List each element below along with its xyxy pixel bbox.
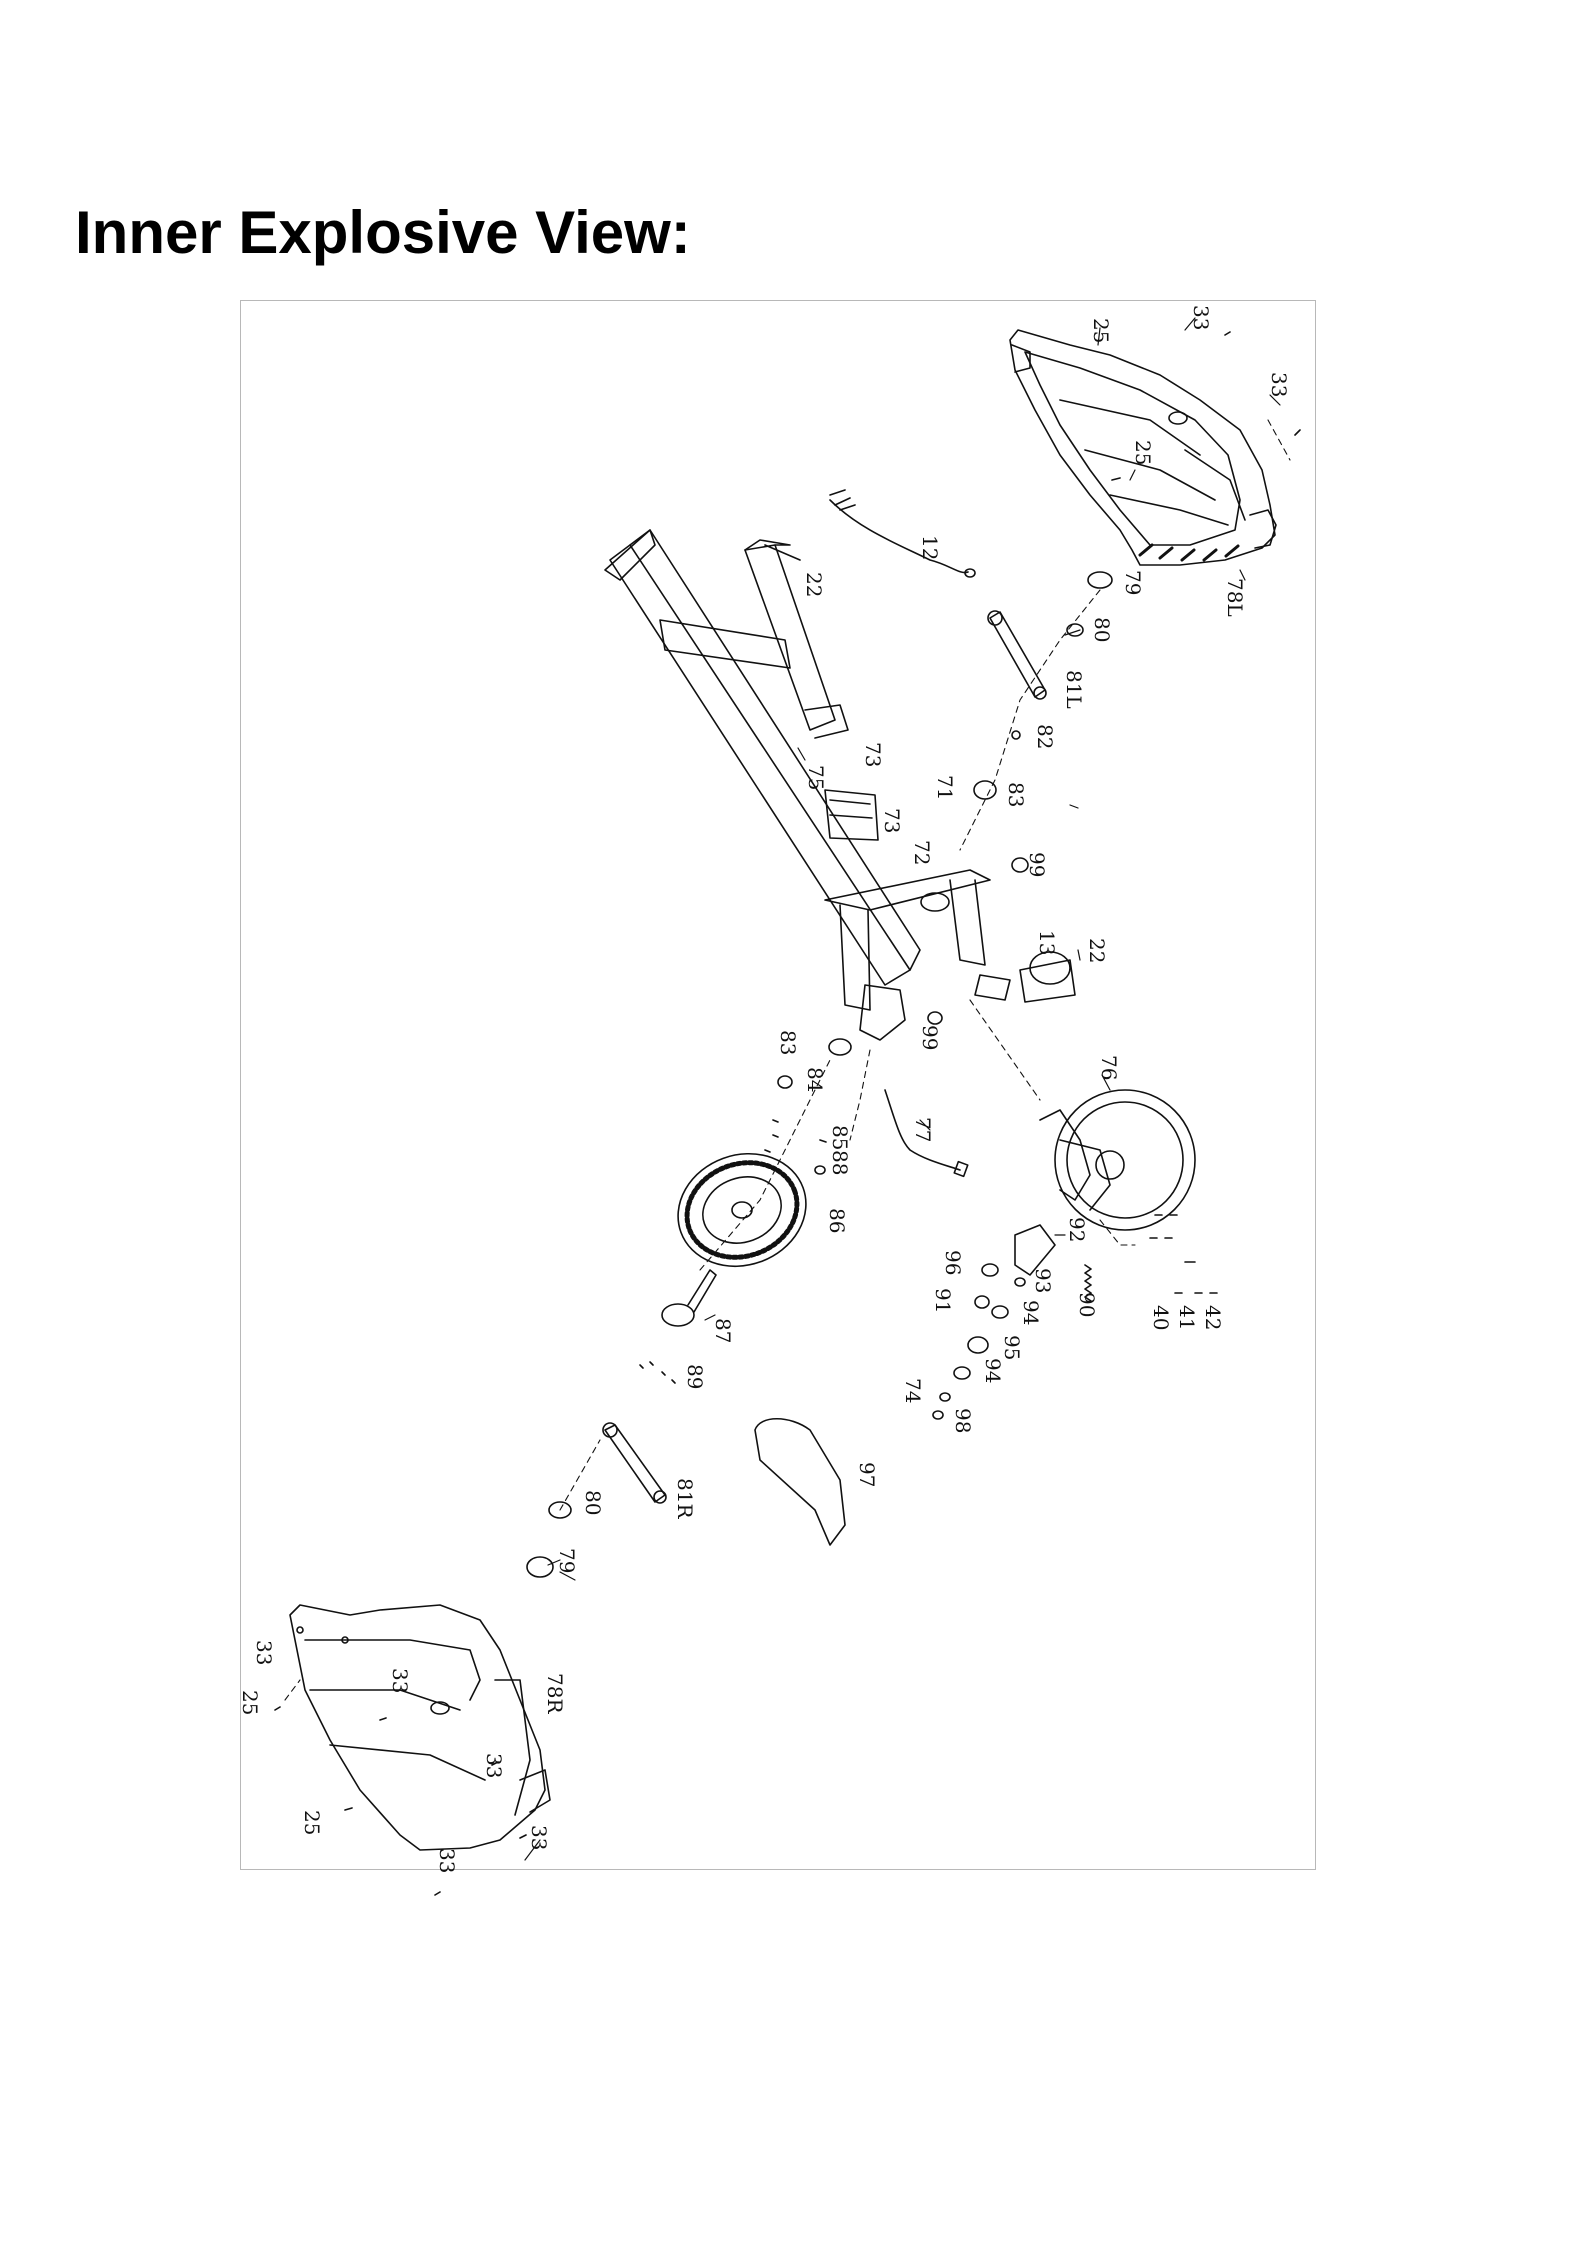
callout-label: 25 xyxy=(238,1690,262,1715)
small-components xyxy=(275,332,1300,1895)
crank-arm-right xyxy=(603,1423,666,1503)
callout-label: 25 xyxy=(1089,318,1113,343)
callout-label: 84 xyxy=(803,1067,827,1092)
callout-label: 90 xyxy=(1075,1292,1099,1317)
callout-label: 33 xyxy=(388,1668,412,1693)
callout-label: 71 xyxy=(933,775,957,800)
callout-label: 77 xyxy=(911,1117,935,1142)
callout-label: 80 xyxy=(581,1490,605,1515)
callout-label: 81L xyxy=(1062,670,1086,709)
callout-label: 33 xyxy=(252,1640,276,1665)
callout-label: 22 xyxy=(1085,938,1109,963)
callout-label: 97 xyxy=(855,1462,879,1487)
callout-label: 99 xyxy=(918,1025,942,1050)
callout-label: 86 xyxy=(825,1208,849,1233)
callout-label: 88 xyxy=(828,1150,852,1175)
callout-label: 33 xyxy=(482,1753,506,1778)
drive-belt xyxy=(755,1419,845,1545)
callout-label: 33 xyxy=(527,1825,551,1850)
motor-bracket xyxy=(825,790,878,840)
callout-label: 91 xyxy=(931,1288,955,1313)
callout-label: 96 xyxy=(941,1250,965,1275)
callout-label: 73 xyxy=(880,808,904,833)
callout-label: 13 xyxy=(1035,930,1059,955)
callout-ticks xyxy=(525,318,1280,1860)
crank-axle xyxy=(662,1270,716,1326)
flywheel-housing xyxy=(1040,1090,1195,1230)
callout-label: 83 xyxy=(1004,782,1028,807)
callout-label: 99 xyxy=(1025,852,1049,877)
callout-label: 33 xyxy=(1267,372,1291,397)
callout-label: 25 xyxy=(300,1810,324,1835)
callout-label: 93 xyxy=(1031,1268,1055,1293)
callout-label: 87 xyxy=(711,1318,735,1343)
callout-label: 73 xyxy=(861,742,885,767)
callout-label: 40 xyxy=(1149,1305,1173,1330)
callout-label: 98 xyxy=(951,1408,975,1433)
callout-label: 94 xyxy=(981,1358,1005,1383)
callout-label: 33 xyxy=(435,1848,459,1873)
callout-label: 79 xyxy=(1121,570,1145,595)
callout-label: 89 xyxy=(683,1364,707,1389)
callout-label: 12 xyxy=(918,535,942,560)
callout-label: 41 xyxy=(1175,1305,1199,1330)
callout-label: 74 xyxy=(901,1378,925,1403)
leader-lines xyxy=(285,420,1290,1700)
callout-label: 79 xyxy=(555,1548,579,1573)
wire-harness xyxy=(830,490,975,577)
callout-label: 94 xyxy=(1019,1300,1043,1325)
callout-label: 75 xyxy=(804,765,828,790)
callout-label: 42 xyxy=(1201,1305,1225,1330)
callout-label: 72 xyxy=(910,840,934,865)
side-cover-right xyxy=(290,1605,550,1850)
callout-label: 78R xyxy=(543,1673,567,1714)
callout-label: 22 xyxy=(802,572,826,597)
callout-label: 83 xyxy=(776,1030,800,1055)
callout-label: 81R xyxy=(673,1478,697,1519)
callout-label: 78L xyxy=(1223,578,1247,617)
callout-label: 95 xyxy=(1000,1335,1024,1360)
callout-label: 92 xyxy=(1065,1217,1089,1242)
pulley-wheel xyxy=(662,1136,822,1284)
callout-label: 33 xyxy=(1189,305,1213,330)
callout-label: 85 xyxy=(828,1125,852,1150)
callout-label: 76 xyxy=(1097,1055,1121,1080)
crank-arm-left xyxy=(988,611,1046,699)
callout-label: 80 xyxy=(1090,617,1114,642)
callout-label: 82 xyxy=(1033,724,1057,749)
callout-label: 25 xyxy=(1131,440,1155,465)
